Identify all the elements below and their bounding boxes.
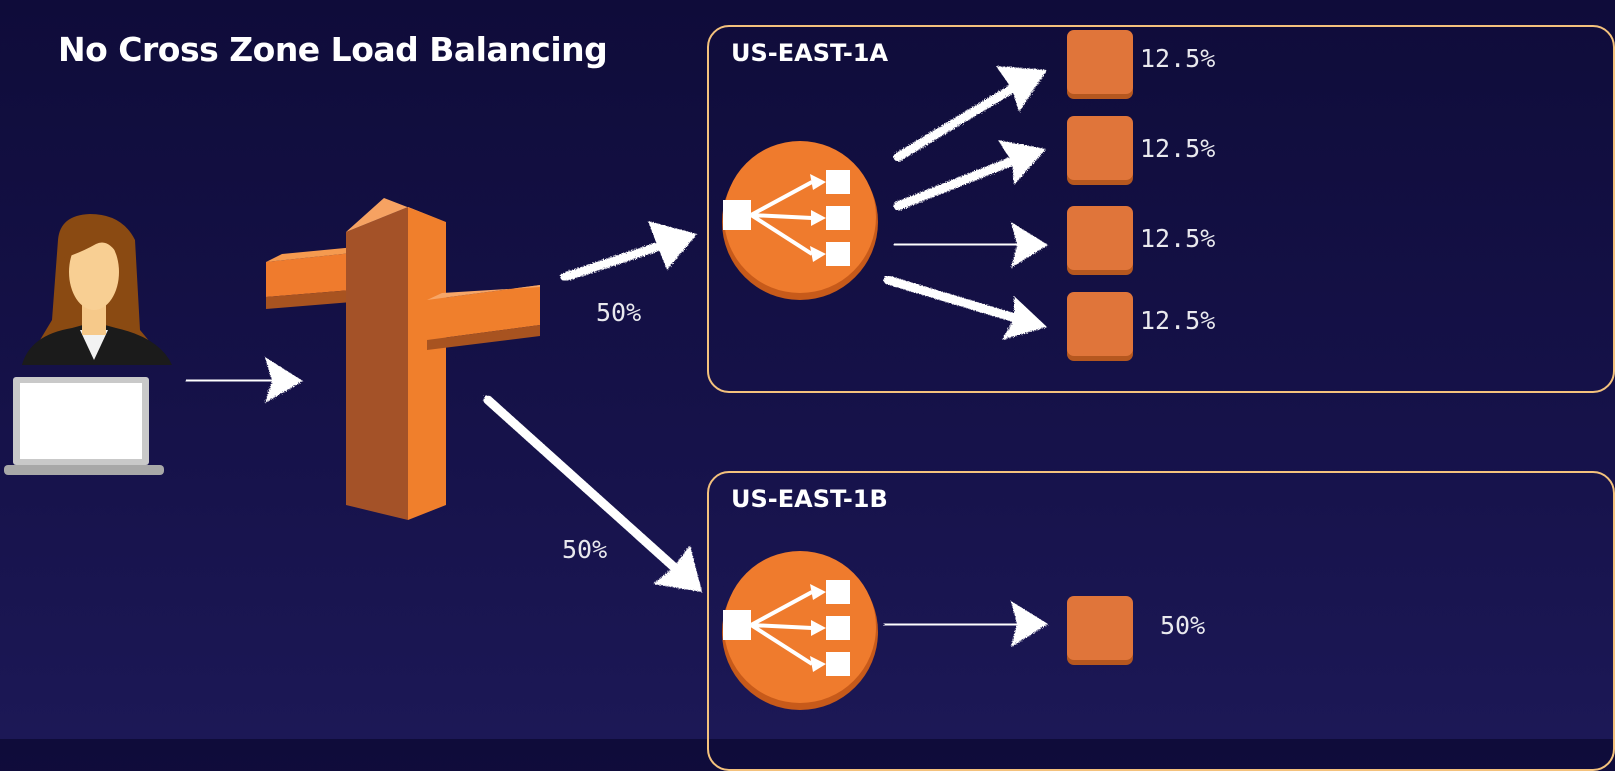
zone-label-b: US-EAST-1B	[731, 485, 888, 513]
page-title: No Cross Zone Load Balancing	[58, 30, 608, 69]
elastic-load-balancer-icon-a	[722, 141, 878, 300]
instance-share-b1: 50%	[1160, 611, 1206, 640]
arrow-lb-b-to-instance	[883, 601, 1048, 647]
arrow-dns-to-zone-a	[560, 221, 697, 282]
zone-us-east-1a: US-EAST-1A	[707, 25, 1615, 393]
instance-share-a3: 12.5%	[1140, 224, 1216, 253]
ec2-instance-a4	[1067, 292, 1133, 361]
arrow-lb-a-to-instance-2	[893, 140, 1046, 211]
ec2-instance-a1	[1067, 30, 1133, 99]
arrow-dns-to-zone-b	[483, 395, 702, 592]
zone-label-a: US-EAST-1A	[731, 39, 889, 67]
arrow-user-to-dns	[185, 357, 303, 403]
route53-icon	[266, 198, 540, 520]
instance-share-a1: 12.5%	[1140, 44, 1216, 73]
route-label-zone-a: 50%	[596, 298, 642, 327]
user-at-laptop-icon	[4, 214, 172, 475]
arrow-lb-a-to-instance-1	[893, 66, 1047, 162]
instance-share-a2: 12.5%	[1140, 134, 1216, 163]
diagram-canvas	[4, 30, 1133, 710]
arrow-lb-a-to-instance-3	[893, 222, 1048, 268]
ec2-instance-a2	[1067, 116, 1133, 185]
ec2-instance-a3	[1067, 206, 1133, 275]
instance-share-a4: 12.5%	[1140, 306, 1216, 335]
elastic-load-balancer-icon-b	[722, 551, 878, 710]
route-label-zone-b: 50%	[562, 535, 608, 564]
arrow-lb-a-to-instance-4	[883, 275, 1047, 340]
ec2-instance-b1	[1067, 596, 1133, 665]
